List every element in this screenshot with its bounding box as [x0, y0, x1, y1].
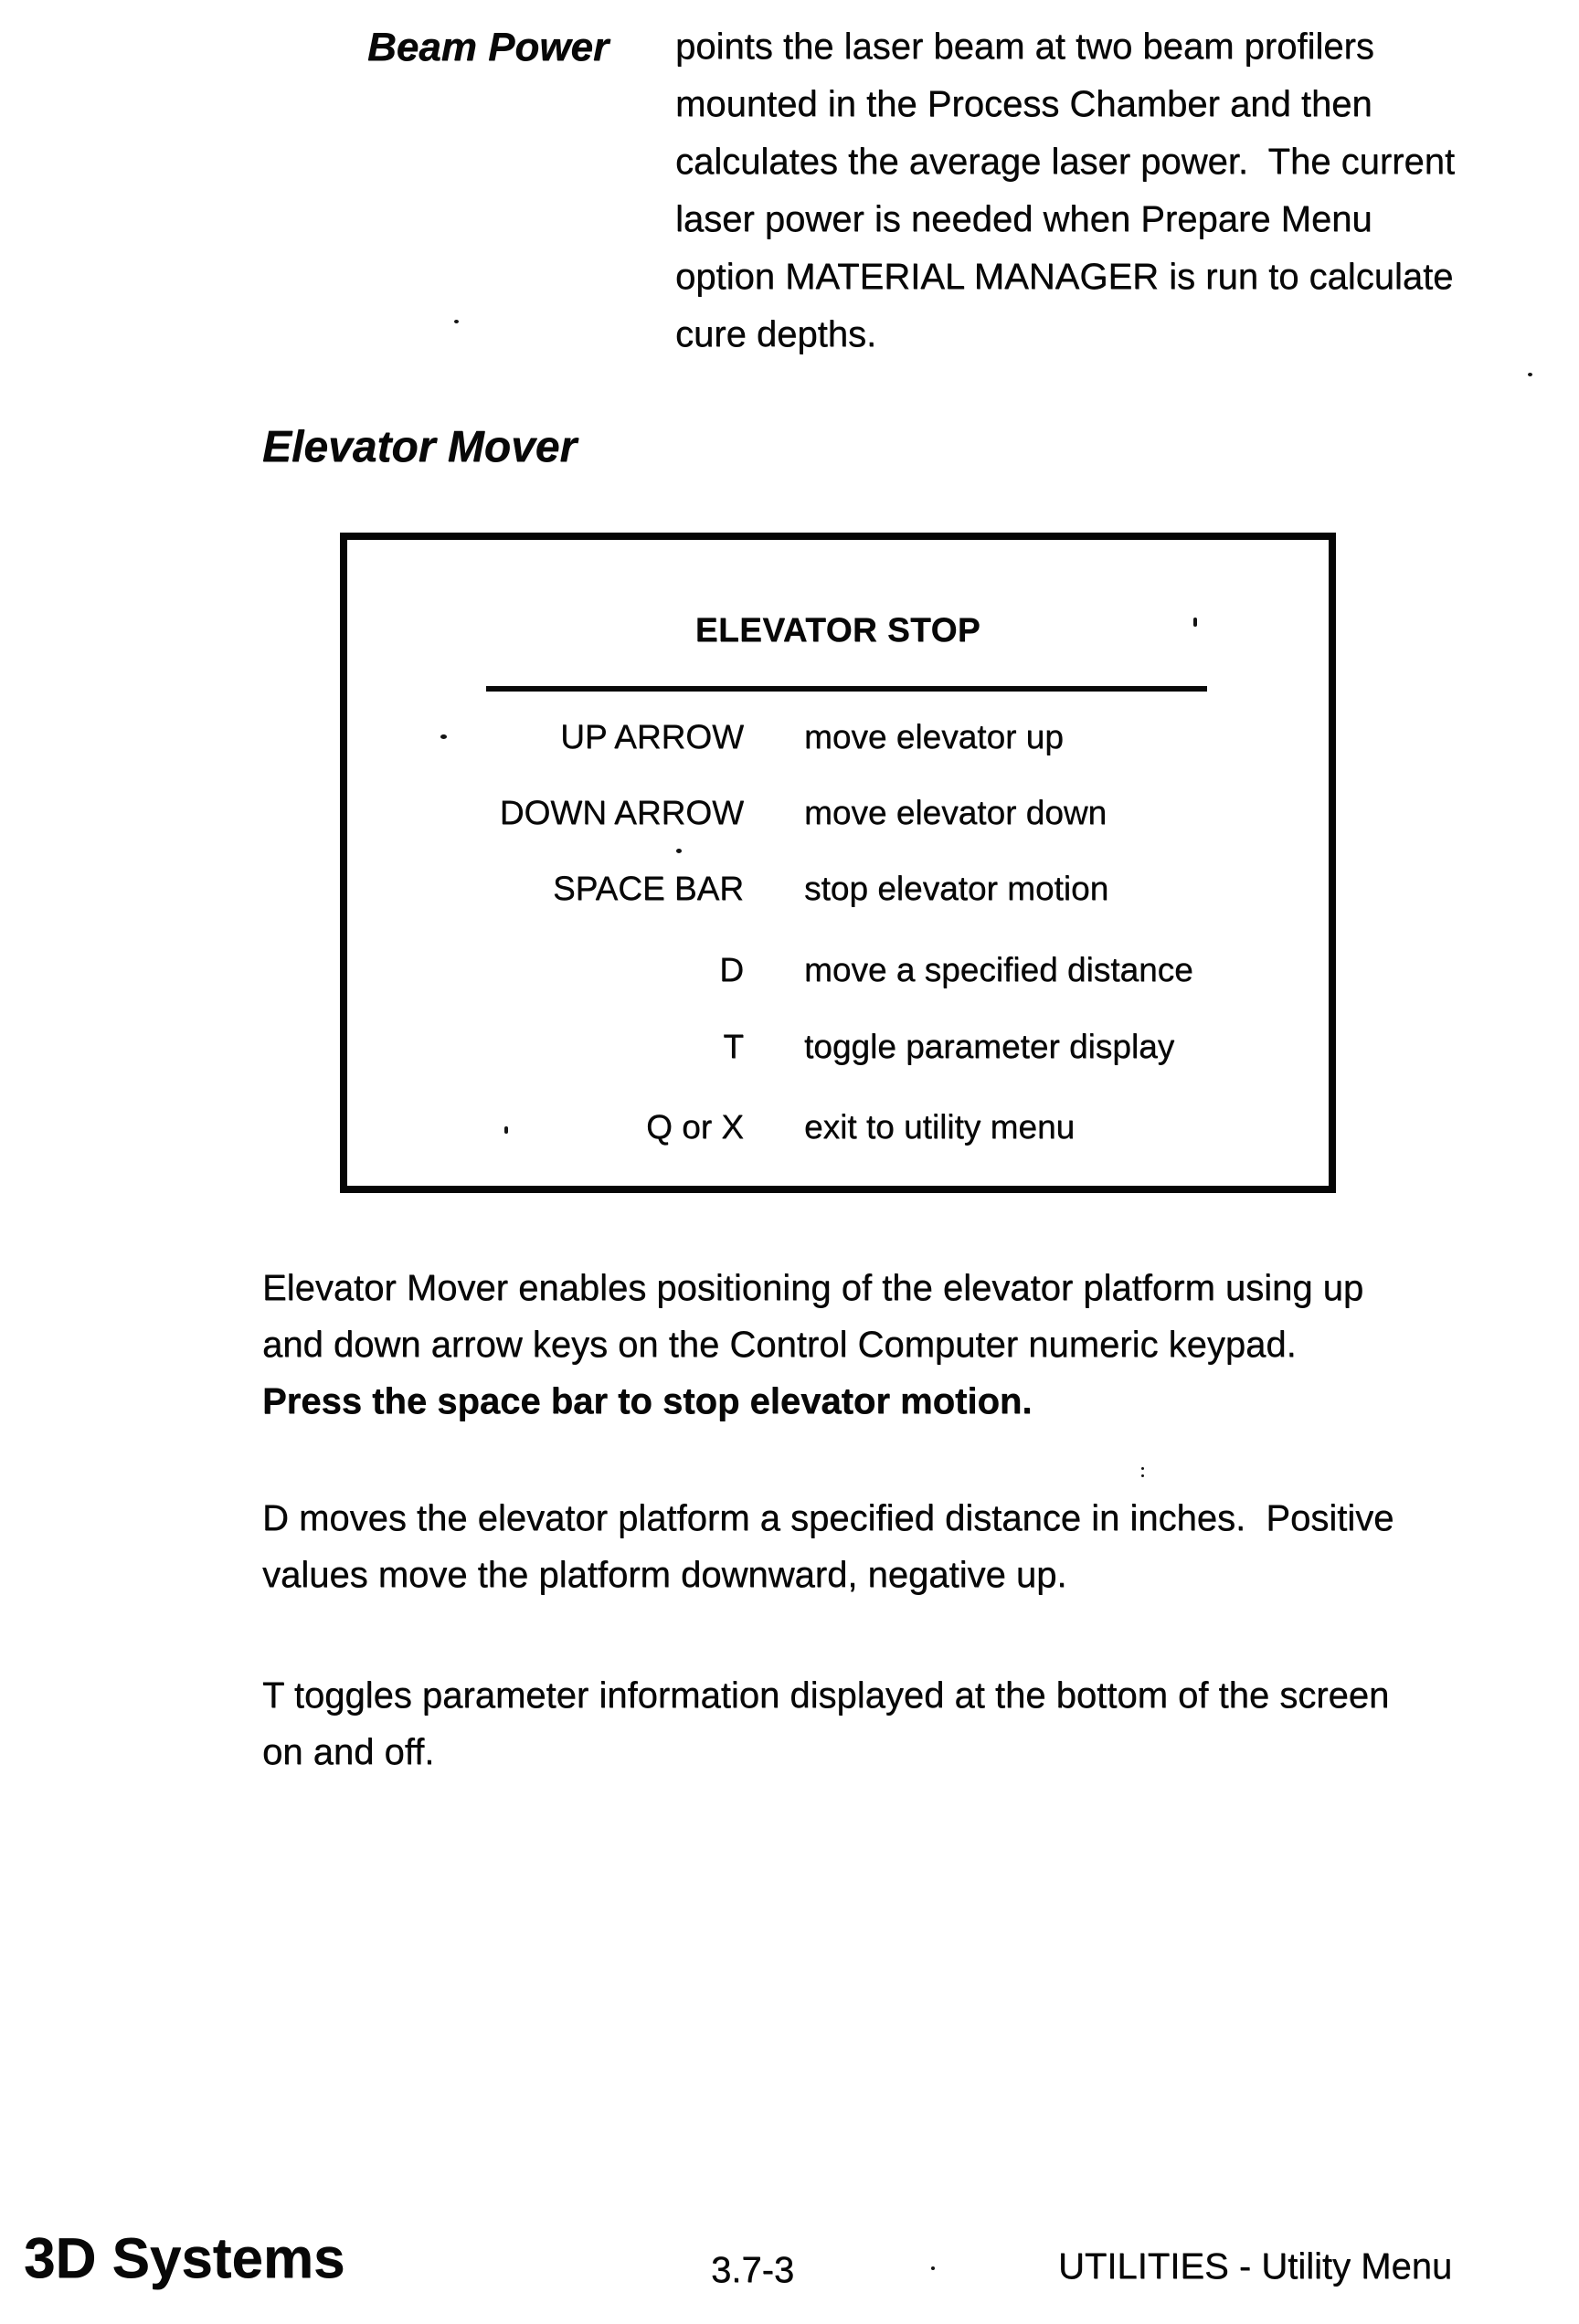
paragraph-line-bold: Press the space bar to stop elevator mot…: [262, 1381, 1033, 1421]
menu-row: D move a specified distance: [347, 941, 1329, 998]
menu-key: Q or X: [646, 1108, 744, 1146]
menu-key: T: [723, 1028, 744, 1065]
scan-speck: [931, 2266, 935, 2270]
beam-power-term: Beam Power: [367, 25, 609, 69]
scan-speck: [440, 734, 447, 739]
menu-title: ELEVATOR STOP: [694, 611, 981, 649]
scan-speck: [1141, 1467, 1144, 1470]
paragraph-t-command: T toggles parameter information displaye…: [262, 1667, 1389, 1780]
footer-brand-logo: 3D Systems: [24, 2227, 345, 2290]
definition-line: points the laser beam at two beam profil…: [675, 26, 1374, 67]
menu-action: move elevator up: [804, 718, 1064, 755]
definition-line: option MATERIAL MANAGER is run to calcul…: [675, 257, 1454, 297]
footer-page-number: 3.7-3: [711, 2250, 795, 2290]
paragraph-line: on and off.: [262, 1732, 435, 1772]
menu-action: move elevator down: [804, 794, 1107, 831]
paragraph-line: D moves the elevator platform a specifie…: [262, 1498, 1394, 1538]
paragraph-d-command: D moves the elevator platform a specifie…: [262, 1490, 1394, 1603]
scan-speck: [676, 849, 682, 853]
menu-row: DOWN ARROW move elevator down: [347, 784, 1329, 841]
definition-line: cure depths.: [675, 314, 877, 354]
scan-speck: [1528, 373, 1532, 376]
menu-row: T toggle parameter display: [347, 1018, 1329, 1075]
paragraph-line: and down arrow keys on the Control Compu…: [262, 1325, 1297, 1365]
menu-key: SPACE BAR: [552, 870, 744, 907]
definition-line: mounted in the Process Chamber and then: [675, 84, 1372, 124]
elevator-stop-menu-box: ELEVATOR STOP UP ARROW move elevator up …: [340, 533, 1336, 1193]
menu-action: exit to utility menu: [804, 1108, 1076, 1146]
scan-speck: [1193, 618, 1197, 627]
menu-row: Q or X exit to utility menu: [347, 1098, 1329, 1156]
menu-row: SPACE BAR stop elevator motion: [347, 860, 1329, 917]
paragraph-line: T toggles parameter information displaye…: [262, 1675, 1390, 1716]
section-heading: Elevator Mover: [262, 423, 578, 471]
beam-power-definition: points the laser beam at two beam profil…: [675, 18, 1455, 364]
menu-row: UP ARROW move elevator up: [347, 708, 1329, 766]
scan-speck: [504, 1126, 508, 1134]
menu-divider: [486, 686, 1207, 692]
scan-speck: [1141, 1474, 1144, 1477]
scan-speck: [454, 320, 459, 323]
definition-line: calculates the average laser power. The …: [675, 142, 1456, 182]
footer-section-title: UTILITIES - Utility Menu: [1058, 2246, 1453, 2287]
paragraph-elevator-mover: Elevator Mover enables positioning of th…: [262, 1260, 1363, 1430]
definition-line: laser power is needed when Prepare Menu: [675, 199, 1372, 239]
menu-key: UP ARROW: [560, 718, 744, 755]
menu-action: move a specified distance: [804, 951, 1193, 988]
menu-action: toggle parameter display: [804, 1028, 1175, 1065]
menu-key: DOWN ARROW: [499, 794, 744, 831]
paragraph-line: values move the platform downward, negat…: [262, 1555, 1067, 1595]
menu-action: stop elevator motion: [804, 870, 1109, 907]
paragraph-line: Elevator Mover enables positioning of th…: [262, 1268, 1364, 1308]
menu-key: D: [719, 951, 744, 988]
